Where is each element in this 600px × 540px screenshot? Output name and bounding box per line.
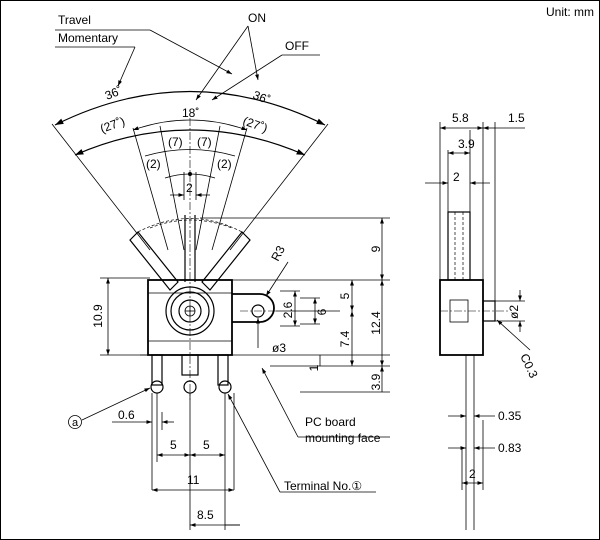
off-label: OFF [285, 39, 309, 53]
dim-2-6-label: 2.6 [281, 301, 295, 318]
dim-5-label: 5 [338, 292, 352, 299]
dim-phi2-label: ø2 [507, 305, 521, 319]
angle-left-outer: 36˚ [103, 83, 124, 102]
lever-body [129, 215, 251, 291]
pc-board-label-1: PC board [305, 415, 356, 429]
terminals-front [150, 354, 235, 530]
momentary-label: Momentary [58, 31, 118, 45]
dim-phi3-label: ø3 [272, 341, 286, 355]
a-mark-label: a [72, 417, 79, 429]
dim-0-6-label: 0.6 [118, 408, 135, 422]
on-label: ON [248, 11, 266, 25]
switch-body-side [439, 130, 510, 530]
dim-pitch-right-label: 5 [203, 438, 210, 452]
off-leader [211, 54, 320, 101]
angle-left-inner: (27˚) [98, 114, 127, 136]
dim-1-label: 1 [307, 364, 321, 371]
travel-leader [55, 29, 233, 87]
dim-11-label: 11 [187, 473, 200, 487]
dim-p2-left: (2) [146, 157, 161, 171]
dim-p7-left: (7) [168, 135, 183, 149]
side-dims [425, 122, 531, 490]
pc-board-label-2: mounting face [305, 431, 381, 445]
dim-2-top-label: 2 [453, 170, 460, 184]
unit-label: Unit: mm [546, 5, 594, 19]
dim-6-label: 6 [315, 308, 329, 315]
mounting-ear [232, 293, 276, 323]
dim-9-label: 9 [369, 245, 383, 252]
dim-2-lever [170, 172, 210, 200]
dim-2-bottom-label: 2 [469, 467, 476, 481]
dim-3-9-label: 3.9 [369, 373, 383, 390]
dim-12-4-label: 12.4 [369, 311, 383, 335]
dim-3-9-side-label: 3.9 [458, 137, 475, 151]
front-bottom-dims [112, 412, 240, 527]
dim-10-9-label: 10.9 [91, 304, 105, 328]
front-right-dims [200, 217, 390, 393]
dim-pitch-left-label: 5 [170, 438, 177, 452]
a-mark [68, 387, 151, 429]
angle-center: 18˚ [182, 106, 199, 120]
terminal-label: Terminal No.① [284, 479, 362, 493]
angle-right-outer: 36˚ [251, 88, 272, 107]
dim-p2-right: (2) [217, 157, 232, 171]
dim-r3: R3 [268, 243, 288, 263]
dim-c0-3-label: C0.3 [517, 351, 541, 380]
dim-10-9 [100, 277, 150, 356]
dim-7-4-label: 7.4 [338, 330, 352, 347]
pc-board-leader [261, 367, 390, 438]
dim-1-5-label: 1.5 [508, 111, 525, 125]
travel-label: Travel [58, 13, 91, 27]
lever-travel-lines [51, 123, 329, 251]
dim-8-5-label: 8.5 [197, 508, 214, 522]
terminal-leader [227, 393, 376, 493]
dim-p7-right: (7) [197, 135, 212, 149]
dim-0-83-label: 0.83 [498, 441, 522, 455]
r3-leader [265, 261, 289, 297]
angle-right-inner: (27˚) [241, 114, 270, 136]
on-leader [195, 25, 259, 101]
dim-0-35-label: 0.35 [498, 409, 522, 423]
dim-2-lever-label: 2 [186, 181, 193, 195]
dim-5-8-label: 5.8 [452, 111, 469, 125]
